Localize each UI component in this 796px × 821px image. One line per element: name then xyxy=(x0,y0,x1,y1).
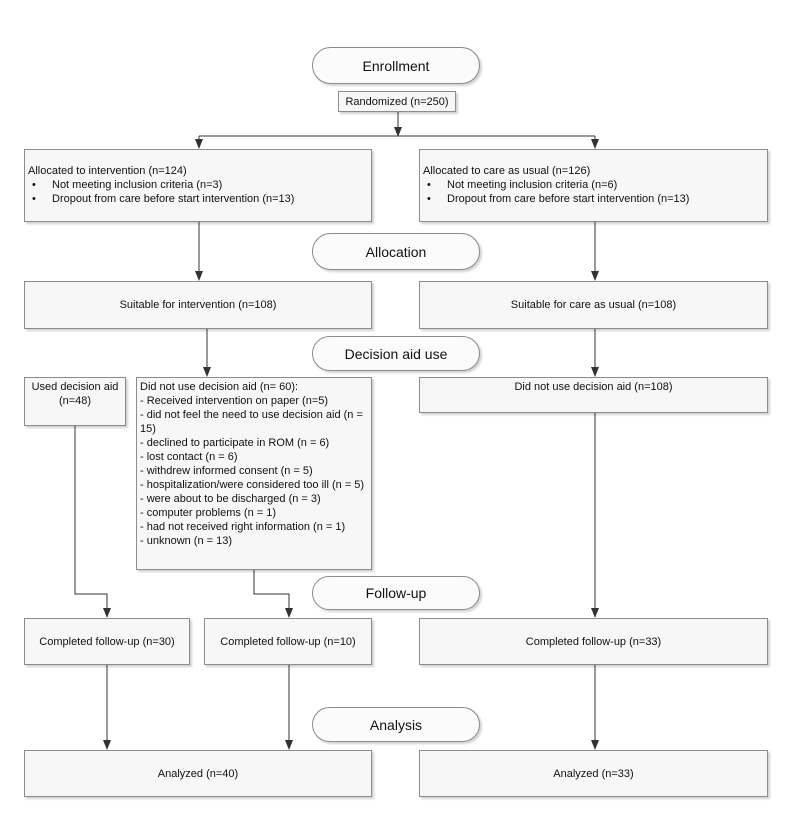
list-item: - were about to be discharged (n = 3) xyxy=(140,493,321,505)
not-used-intervention-box: Did not use decision aid (n= 60): - Rece… xyxy=(136,377,372,570)
stage-allocation: Allocation xyxy=(312,233,480,270)
list-item: - hospitalization/were considered too il… xyxy=(140,479,365,491)
list-item: - withdrew informed consent (n = 5) xyxy=(140,465,313,477)
list-item: - Received intervention on paper (n=5) xyxy=(140,395,329,407)
suitable-intervention-box: Suitable for intervention (n=108) xyxy=(24,281,372,329)
list-item: - did not feel the need to use decision … xyxy=(140,409,363,435)
list-item: - lost contact (n = 6) xyxy=(140,451,238,463)
stage-enrollment: Enrollment xyxy=(312,47,480,84)
list-item: Not meeting inclusion criteria (n=6) xyxy=(427,178,764,192)
stage-follow-up-label: Follow-up xyxy=(365,585,427,601)
allocated-care-list: Not meeting inclusion criteria (n=6) Dro… xyxy=(423,178,764,206)
stage-follow-up: Follow-up xyxy=(312,576,480,610)
suitable-care-box: Suitable for care as usual (n=108) xyxy=(419,281,768,329)
completed-followup-not-used-label: Completed follow-up (n=10) xyxy=(220,635,356,648)
analyzed-intervention-label: Analyzed (n=40) xyxy=(157,767,239,780)
allocated-care-box: Allocated to care as usual (n=126) Not m… xyxy=(419,149,768,222)
completed-followup-care-box: Completed follow-up (n=33) xyxy=(419,618,768,665)
allocated-intervention-title: Allocated to intervention (n=124) xyxy=(28,165,187,177)
stage-allocation-label: Allocation xyxy=(365,243,427,260)
not-used-title: Did not use decision aid (n= 60): xyxy=(140,381,299,393)
analyzed-care-box: Analyzed (n=33) xyxy=(419,750,768,797)
stage-enrollment-label: Enrollment xyxy=(362,57,430,74)
list-item: Dropout from care before start intervent… xyxy=(32,192,368,206)
suitable-intervention-label: Suitable for intervention (n=108) xyxy=(119,299,277,311)
used-decision-aid-label: Used decision aid (n=48) xyxy=(31,381,119,407)
stage-decision-aid-use: Decision aid use xyxy=(312,336,480,371)
arrow-used-to-followup xyxy=(74,426,111,618)
completed-followup-used-label: Completed follow-up (n=30) xyxy=(39,635,175,648)
stage-analysis-label: Analysis xyxy=(369,716,423,733)
not-used-reasons-list: - Received intervention on paper (n=5) -… xyxy=(140,394,368,548)
not-used-care-label: Did not use decision aid (n=108) xyxy=(514,381,673,393)
completed-followup-not-used-box: Completed follow-up (n=10) xyxy=(204,618,372,665)
stage-decision-aid-use-label: Decision aid use xyxy=(344,345,448,362)
randomized-label: Randomized (n=250) xyxy=(345,95,449,108)
list-item: Not meeting inclusion criteria (n=3) xyxy=(32,178,368,192)
allocated-intervention-box: Allocated to intervention (n=124) Not me… xyxy=(24,149,372,222)
randomized-box: Randomized (n=250) xyxy=(338,91,456,112)
suitable-care-label: Suitable for care as usual (n=108) xyxy=(510,299,677,311)
used-decision-aid-box: Used decision aid (n=48) xyxy=(24,377,126,426)
analyzed-care-label: Analyzed (n=33) xyxy=(553,767,634,780)
list-item: - had not received right information (n … xyxy=(140,521,346,533)
not-used-care-box: Did not use decision aid (n=108) xyxy=(419,377,768,413)
allocated-care-title: Allocated to care as usual (n=126) xyxy=(423,165,591,177)
list-item: - unknown (n = 13) xyxy=(140,535,233,547)
completed-followup-used-box: Completed follow-up (n=30) xyxy=(24,618,190,665)
analyzed-intervention-box: Analyzed (n=40) xyxy=(24,750,372,797)
list-item: - declined to participate in ROM (n = 6) xyxy=(140,437,330,449)
list-item: - computer problems (n = 1) xyxy=(140,507,277,519)
list-item: Dropout from care before start intervent… xyxy=(427,192,764,206)
allocated-intervention-list: Not meeting inclusion criteria (n=3) Dro… xyxy=(28,178,368,206)
completed-followup-care-label: Completed follow-up (n=33) xyxy=(525,635,662,648)
stage-analysis: Analysis xyxy=(312,707,480,742)
arrow-notused-to-followup xyxy=(253,570,293,618)
